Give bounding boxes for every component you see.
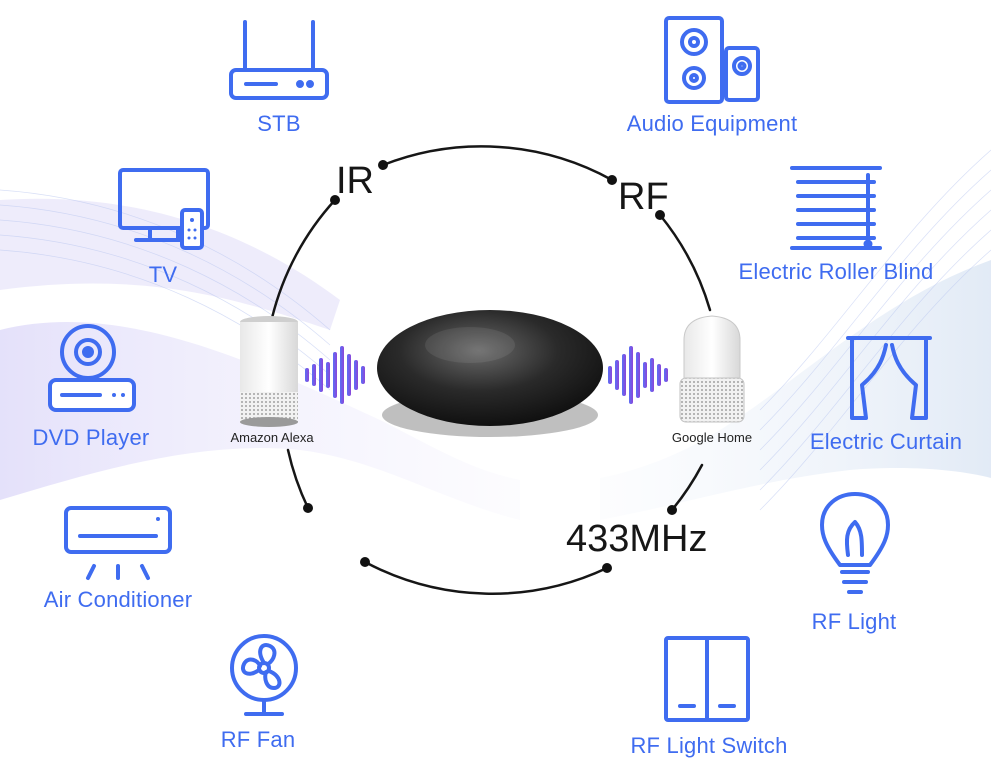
device-label-tv: TV — [148, 262, 178, 287]
device-label-rf-light: RF Light — [811, 609, 897, 634]
device-label-dvd-player: DVD Player — [32, 425, 150, 450]
set-top-box-icon — [229, 20, 329, 100]
device-label-electric-curtain: Electric Curtain — [809, 429, 963, 454]
air-conditioner-icon — [64, 506, 172, 580]
device-label-electric-roller-blind: Electric Roller Blind — [738, 259, 934, 284]
arc-endpoint-dot — [360, 557, 370, 567]
arc-endpoint-dot — [607, 175, 617, 185]
curtain-icon — [846, 336, 932, 420]
protocol-label-ir: IR — [336, 160, 374, 202]
arc-endpoint-dot — [602, 563, 612, 573]
device-label-rf-light-switch: RF Light Switch — [630, 733, 788, 758]
arc-endpoint-dot — [655, 210, 665, 220]
light-bulb-icon — [820, 492, 890, 594]
arc-endpoint-dot — [303, 503, 313, 513]
arc-endpoint-dot — [667, 505, 677, 515]
sound-wave-right — [608, 346, 668, 404]
device-label-air-conditioner: Air Conditioner — [43, 587, 193, 612]
arc-endpoint-dot — [378, 160, 388, 170]
sound-wave-left — [305, 346, 365, 404]
fan-icon — [230, 634, 298, 716]
speaker-system-icon — [664, 16, 760, 104]
ir-rf-hub — [377, 310, 603, 437]
google-home-speaker-icon — [679, 315, 745, 423]
light-switch-icon — [664, 636, 750, 722]
arc-endpoint-dot — [330, 195, 340, 205]
roller-blind-icon — [790, 166, 882, 250]
protocol-label-rf: RF — [618, 176, 669, 218]
device-label-rf-fan: RF Fan — [220, 727, 296, 752]
speaker-label-google-home: Google Home — [671, 430, 753, 445]
dvd-player-icon — [48, 324, 136, 412]
speaker-label-alexa: Amazon Alexa — [230, 430, 314, 445]
tv-icon — [118, 168, 210, 250]
protocol-label-433mhz: 433MHz — [566, 518, 708, 560]
device-label-stb: STB — [257, 111, 301, 136]
device-label-audio-equipment: Audio Equipment — [626, 111, 798, 136]
amazon-alexa-speaker-icon — [240, 316, 298, 427]
